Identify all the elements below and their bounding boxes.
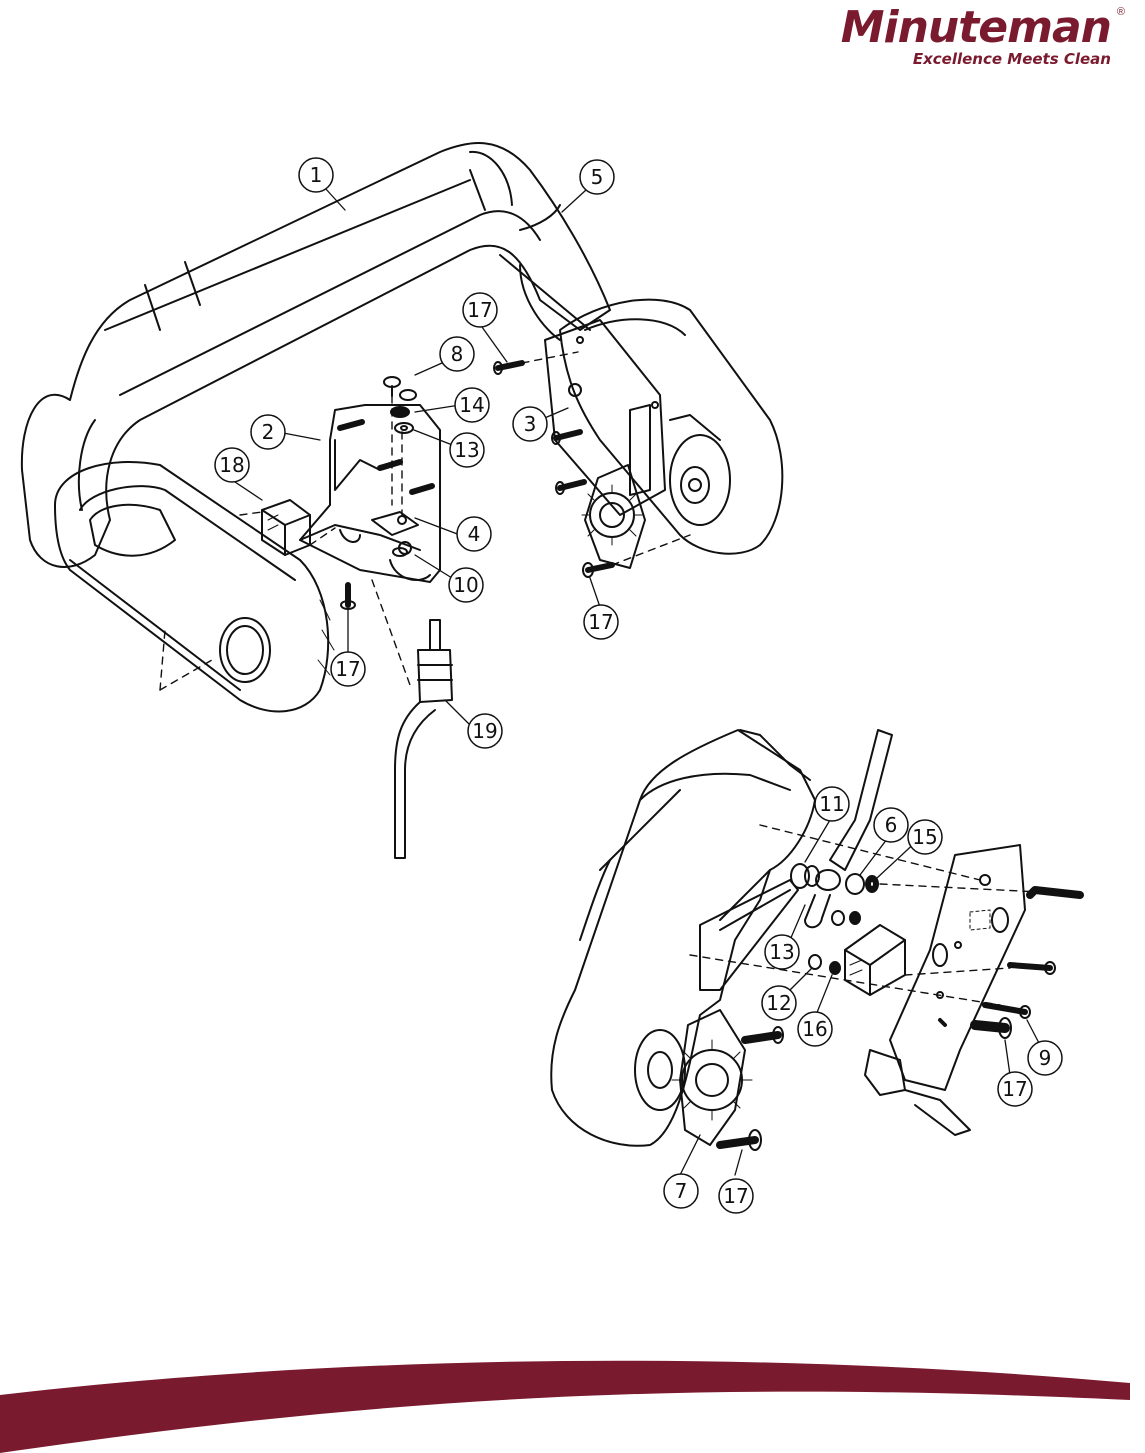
svg-text:17: 17 [723,1184,748,1208]
brand-logo: Minuteman ® Excellence Meets Clean [840,2,1125,69]
svg-text:18: 18 [219,453,244,477]
callout-6: 6 [873,807,909,843]
svg-text:17: 17 [1002,1077,1027,1101]
lower-mount-plate [864,844,1026,1136]
callout-arrows [231,187,1041,1176]
screws-and-washers [337,360,615,610]
svg-text:6: 6 [885,813,898,837]
svg-text:11: 11 [819,792,844,816]
svg-text:2: 2 [262,420,275,444]
callout-7: 7 [663,1173,699,1209]
cable-gland-cord [394,619,453,859]
upper-leader-lines [159,351,691,691]
svg-text:12: 12 [766,991,791,1015]
callout-16: 16 [797,1011,833,1047]
callout-14: 14 [454,387,490,423]
callout-19: 19 [467,713,503,749]
callout-13-lower: 13 [764,934,800,970]
callout-4: 4 [456,516,492,552]
callout-17-bottom: 17 [330,651,366,687]
svg-text:15: 15 [912,825,937,849]
callout-17-lower-bottom: 17 [718,1178,754,1214]
brand-name: Minuteman [840,2,1112,53]
svg-text:16: 16 [802,1017,827,1041]
callout-17-right: 17 [583,604,619,640]
left-grip-housing [54,461,335,713]
lower-housing [550,729,816,1147]
svg-text:13: 13 [769,940,794,964]
callout-11: 11 [814,786,850,822]
svg-text:8: 8 [451,342,464,366]
switch-component [261,499,311,556]
callout-10: 10 [448,567,484,603]
lower-cord [804,729,893,929]
svg-text:4: 4 [468,522,481,546]
callout-5: 5 [579,159,615,195]
svg-text:17: 17 [467,298,492,322]
svg-text:14: 14 [459,393,484,417]
svg-text:13: 13 [454,438,479,462]
callout-12: 12 [761,985,797,1021]
svg-text:3: 3 [524,412,537,436]
lower-leader-lines [689,824,1041,1006]
lower-switch-hardware [716,863,1084,1151]
svg-text:9: 9 [1039,1046,1052,1070]
footer-swoosh [0,1360,1130,1453]
callout-9: 9 [1027,1040,1063,1076]
callout-2: 2 [250,414,286,450]
callout-8: 8 [439,336,475,372]
callout-3: 3 [512,406,548,442]
lower-gear-disc [671,1009,753,1146]
svg-text:5: 5 [591,165,604,189]
callout-1: 1 [298,157,334,193]
upper-gear-disc [581,464,646,569]
callout-labels: 1 5 17 8 14 2 3 13 18 4 10 17 17 19 11 6… [214,157,1063,1214]
right-grip-housing [559,298,784,555]
handle-bar [20,142,611,568]
callout-18: 18 [214,447,250,483]
callout-17-top: 17 [462,292,498,328]
registered-mark: ® [1116,6,1125,18]
svg-text:17: 17 [588,610,613,634]
brand-tagline: Excellence Meets Clean [912,50,1111,68]
callout-13: 13 [449,432,485,468]
svg-text:19: 19 [472,719,497,743]
svg-text:10: 10 [453,573,478,597]
svg-text:1: 1 [310,163,323,187]
callout-15: 15 [907,819,943,855]
svg-text:17: 17 [335,657,360,681]
callout-17-lower-right: 17 [997,1071,1033,1107]
svg-text:7: 7 [675,1179,688,1203]
